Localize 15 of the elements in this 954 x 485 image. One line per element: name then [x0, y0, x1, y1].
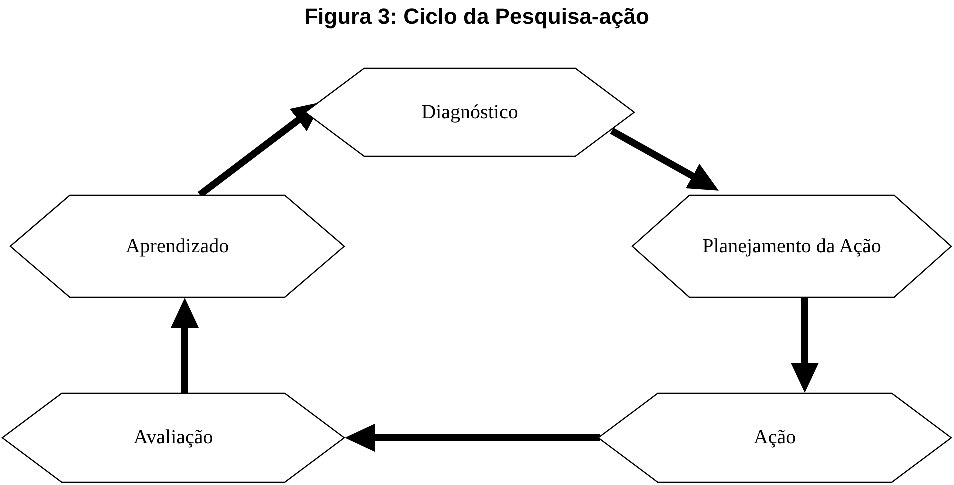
hexagon-node	[305, 68, 635, 157]
arrow	[345, 424, 600, 452]
arrow	[171, 298, 199, 393]
hexagon-node	[2, 393, 345, 483]
node-label: Aprendizado	[124, 234, 230, 259]
hexagon-node	[632, 195, 952, 298]
hexagon-node	[10, 195, 345, 298]
node-label: Ação	[752, 426, 798, 450]
arrow	[610, 128, 719, 191]
arrow	[791, 298, 819, 393]
figure-title: Figura 3: Ciclo da Pesquisa-ação	[304, 4, 650, 30]
hexagon-node	[598, 393, 952, 483]
node-label: Planejamento da Ação	[702, 234, 882, 259]
node-label: Avaliação	[132, 426, 214, 450]
node-label: Diagnóstico	[420, 100, 520, 125]
